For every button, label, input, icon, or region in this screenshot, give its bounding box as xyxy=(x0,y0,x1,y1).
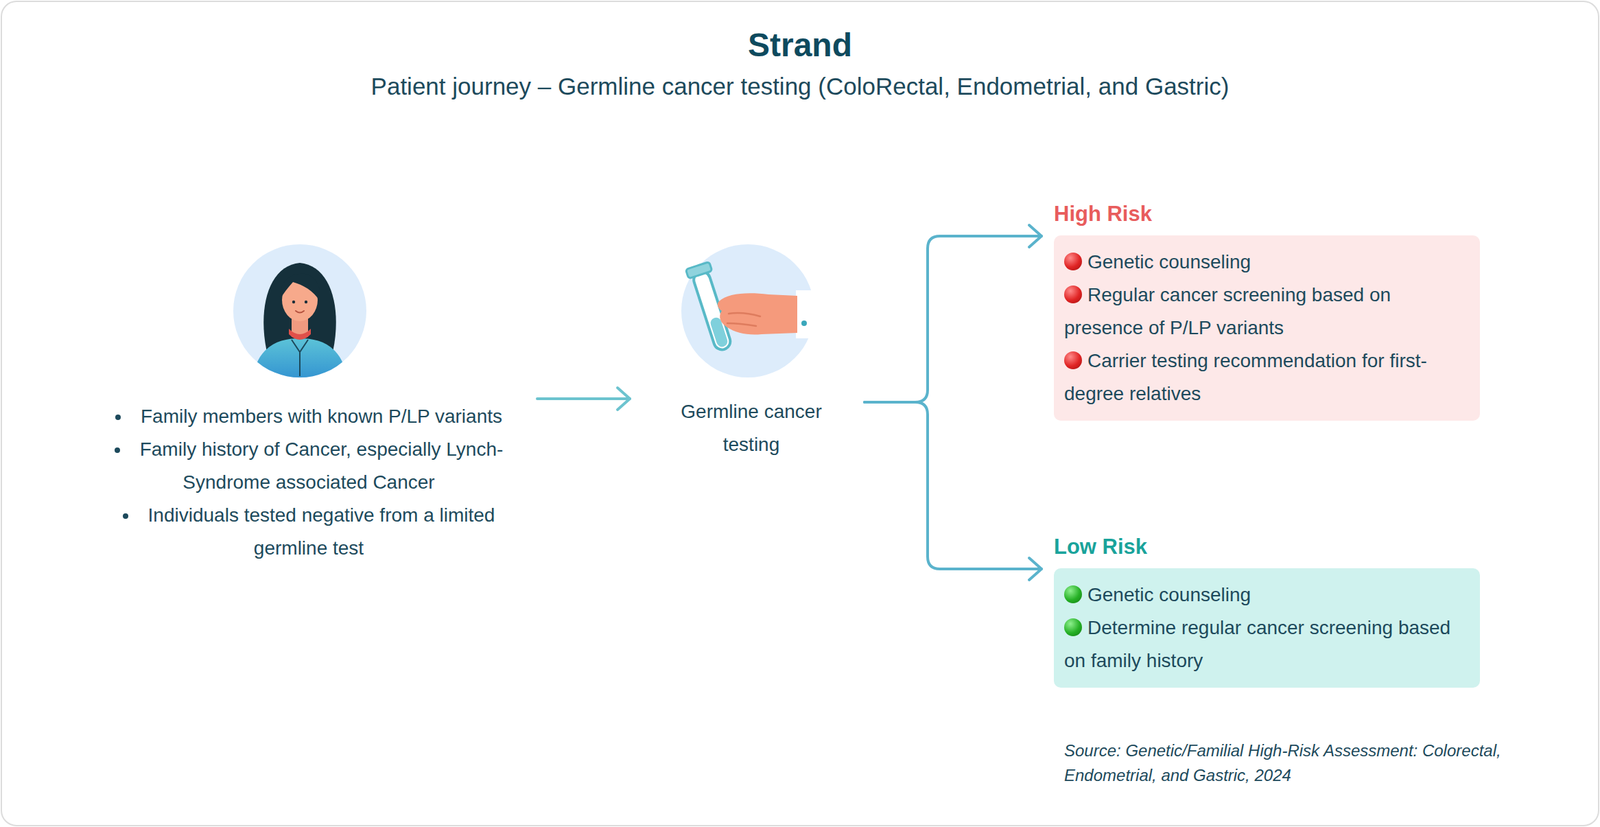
risk-box: Genetic counselingDetermine regular canc… xyxy=(1053,568,1480,688)
risk-heading: High Risk xyxy=(1053,200,1480,228)
action-text: Regular cancer screening based on presen… xyxy=(1064,284,1391,339)
status-dot xyxy=(1064,285,1082,304)
test-node: Germline cancer testing xyxy=(638,233,865,462)
connector-arrow xyxy=(537,387,630,410)
subtitle: Patient journey – Germline cancer testin… xyxy=(0,71,1600,102)
criteria-item: Family members with known P/LP variants xyxy=(106,400,512,433)
risk-group: High RiskGenetic counselingRegular cance… xyxy=(1053,200,1480,421)
criteria-list: Family members with known P/LP variantsF… xyxy=(106,400,512,565)
risk-box: Genetic counselingRegular cancer screeni… xyxy=(1053,235,1480,421)
criteria-item: Family history of Cancer, especially Lyn… xyxy=(106,432,512,499)
action-text: Genetic counseling xyxy=(1087,583,1251,606)
criteria-text: Family history of Cancer, especially Lyn… xyxy=(139,438,504,493)
criteria-item: Individuals tested negative from a limit… xyxy=(106,498,512,565)
action-item: Genetic counseling xyxy=(1064,245,1467,279)
status-dot xyxy=(1064,618,1082,637)
action-item: Genetic counseling xyxy=(1064,578,1467,612)
status-dot xyxy=(1064,252,1082,271)
test-tube-illustration xyxy=(679,242,817,380)
action-text: Genetic counseling xyxy=(1087,251,1251,273)
criteria-text: Individuals tested negative from a limit… xyxy=(148,504,496,559)
criteria-text: Family members with known P/LP variants xyxy=(140,405,503,427)
connector-arrow xyxy=(864,225,1042,403)
connector-arrow xyxy=(864,402,1042,580)
action-item: Determine regular cancer screening based… xyxy=(1064,611,1467,678)
source-note: Source: Genetic/Familial High-Risk Asses… xyxy=(1064,738,1517,788)
node-label: Germline cancer testing xyxy=(668,395,834,462)
status-dot xyxy=(1064,585,1082,604)
risk-heading: Low Risk xyxy=(1053,533,1480,561)
action-text: Determine regular cancer screening based… xyxy=(1064,616,1451,672)
patient-node: Family members with known P/LP variantsF… xyxy=(99,233,519,565)
status-dot xyxy=(1064,351,1082,370)
risk-group: Low RiskGenetic counselingDetermine regu… xyxy=(1053,533,1480,688)
patient-illustration xyxy=(231,242,369,380)
action-item: Regular cancer screening based on presen… xyxy=(1064,278,1467,345)
action-item: Carrier testing recommendation for first… xyxy=(1064,344,1467,411)
action-text: Carrier testing recommendation for first… xyxy=(1064,349,1428,405)
diagram-title: Strand xyxy=(0,26,1600,65)
